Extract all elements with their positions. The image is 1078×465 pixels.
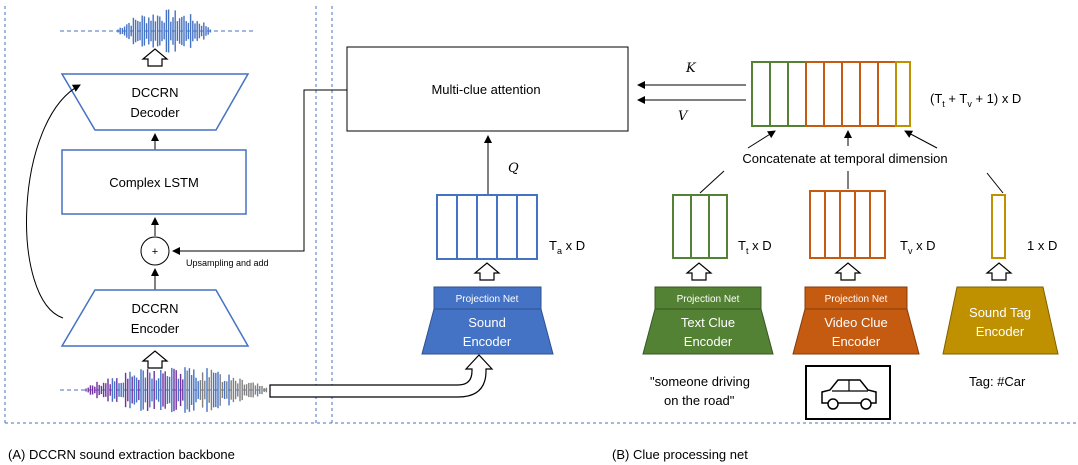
dccrn-decoder-label-1: DCCRN (132, 85, 179, 100)
complex-lstm-label: Complex LSTM (109, 175, 199, 190)
text-clue-example-2: on the road" (664, 393, 735, 408)
text-clue-encoder-block (642, 308, 774, 355)
text-clue-example-1: "someone driving (650, 374, 750, 389)
video-encoder-label-1: Video Clue (824, 315, 887, 330)
sound-encoder-label-2: Encoder (463, 334, 512, 349)
multi-clue-attention-block (346, 46, 629, 132)
upsampling-connection (172, 89, 347, 255)
upsampling-label: Upsampling and add (186, 258, 269, 268)
hollow-curved-arrow-icon (269, 354, 494, 398)
v-label: V (678, 109, 689, 124)
hollow-arrow-up-icon (834, 262, 862, 281)
hollow-arrow-up-icon (141, 48, 169, 67)
sound-dim-label: Ta x D (549, 238, 585, 256)
multi-clue-attention-label: Multi-clue attention (431, 82, 540, 97)
q-label: Q (508, 161, 519, 176)
dccrn-encoder-block (60, 289, 250, 347)
tag-dim-label: 1 x D (1027, 238, 1057, 253)
concatenate-label: Concatenate at temporal dimension (742, 151, 947, 166)
sound-tag-encoder-block (942, 286, 1059, 355)
concatenated-feature-matrix (751, 61, 911, 127)
caption-b: (B) Clue processing net (612, 447, 748, 462)
dccrn-decoder-label-2: Decoder (130, 105, 180, 120)
plus-circle-icon (140, 236, 170, 266)
text-encoder-label-2: Encoder (684, 334, 733, 349)
output-waveform (60, 9, 255, 53)
video-projection-label: Projection Net (825, 294, 888, 305)
input-mixture-waveform (60, 367, 285, 413)
dccrn-encoder-label-2: Encoder (131, 321, 180, 336)
tag-encoder-label-1: Sound Tag (969, 305, 1031, 320)
text-projection-label: Projection Net (677, 294, 740, 305)
text-encoder-label-1: Text Clue (681, 315, 735, 330)
text-feature-matrix (672, 194, 728, 259)
connector-tag (986, 172, 1004, 194)
dccrn-decoder-block (60, 73, 250, 131)
video-dim-label: Tv x D (900, 238, 936, 256)
caption-a: (A) DCCRN sound extraction backbone (8, 447, 235, 462)
k-label: K (685, 61, 697, 76)
plus-symbol: + (152, 246, 158, 258)
sound-projection-label: Projection Net (456, 294, 519, 305)
tag-encoder-label-2: Encoder (976, 324, 1025, 339)
skip-connection-arrow (26, 84, 81, 319)
sound-encoder-block (421, 308, 554, 355)
dccrn-encoder-label-1: DCCRN (132, 301, 179, 316)
hollow-arrow-up-icon (685, 262, 713, 281)
tag-clue-example: Tag: #Car (969, 374, 1026, 389)
video-clue-car-icon (805, 365, 891, 420)
concat-dim-label: (Tt + Tv + 1) x D (930, 91, 1021, 109)
sound-feature-matrix (436, 194, 538, 260)
arrow-concat-right (904, 130, 938, 149)
video-feature-matrix (809, 190, 886, 259)
hollow-arrow-up-icon (473, 262, 501, 281)
text-dim-label: Tt x D (738, 238, 772, 256)
tag-feature-vector (991, 194, 1006, 259)
hollow-arrow-up-icon (985, 262, 1013, 281)
video-encoder-label-2: Encoder (832, 334, 881, 349)
arrow-concat-left (747, 130, 776, 149)
hollow-arrow-up-icon (141, 350, 169, 369)
complex-lstm-block (61, 149, 247, 215)
video-clue-encoder-block (792, 308, 920, 355)
connector-text (699, 170, 725, 194)
sound-encoder-label-1: Sound (468, 315, 506, 330)
